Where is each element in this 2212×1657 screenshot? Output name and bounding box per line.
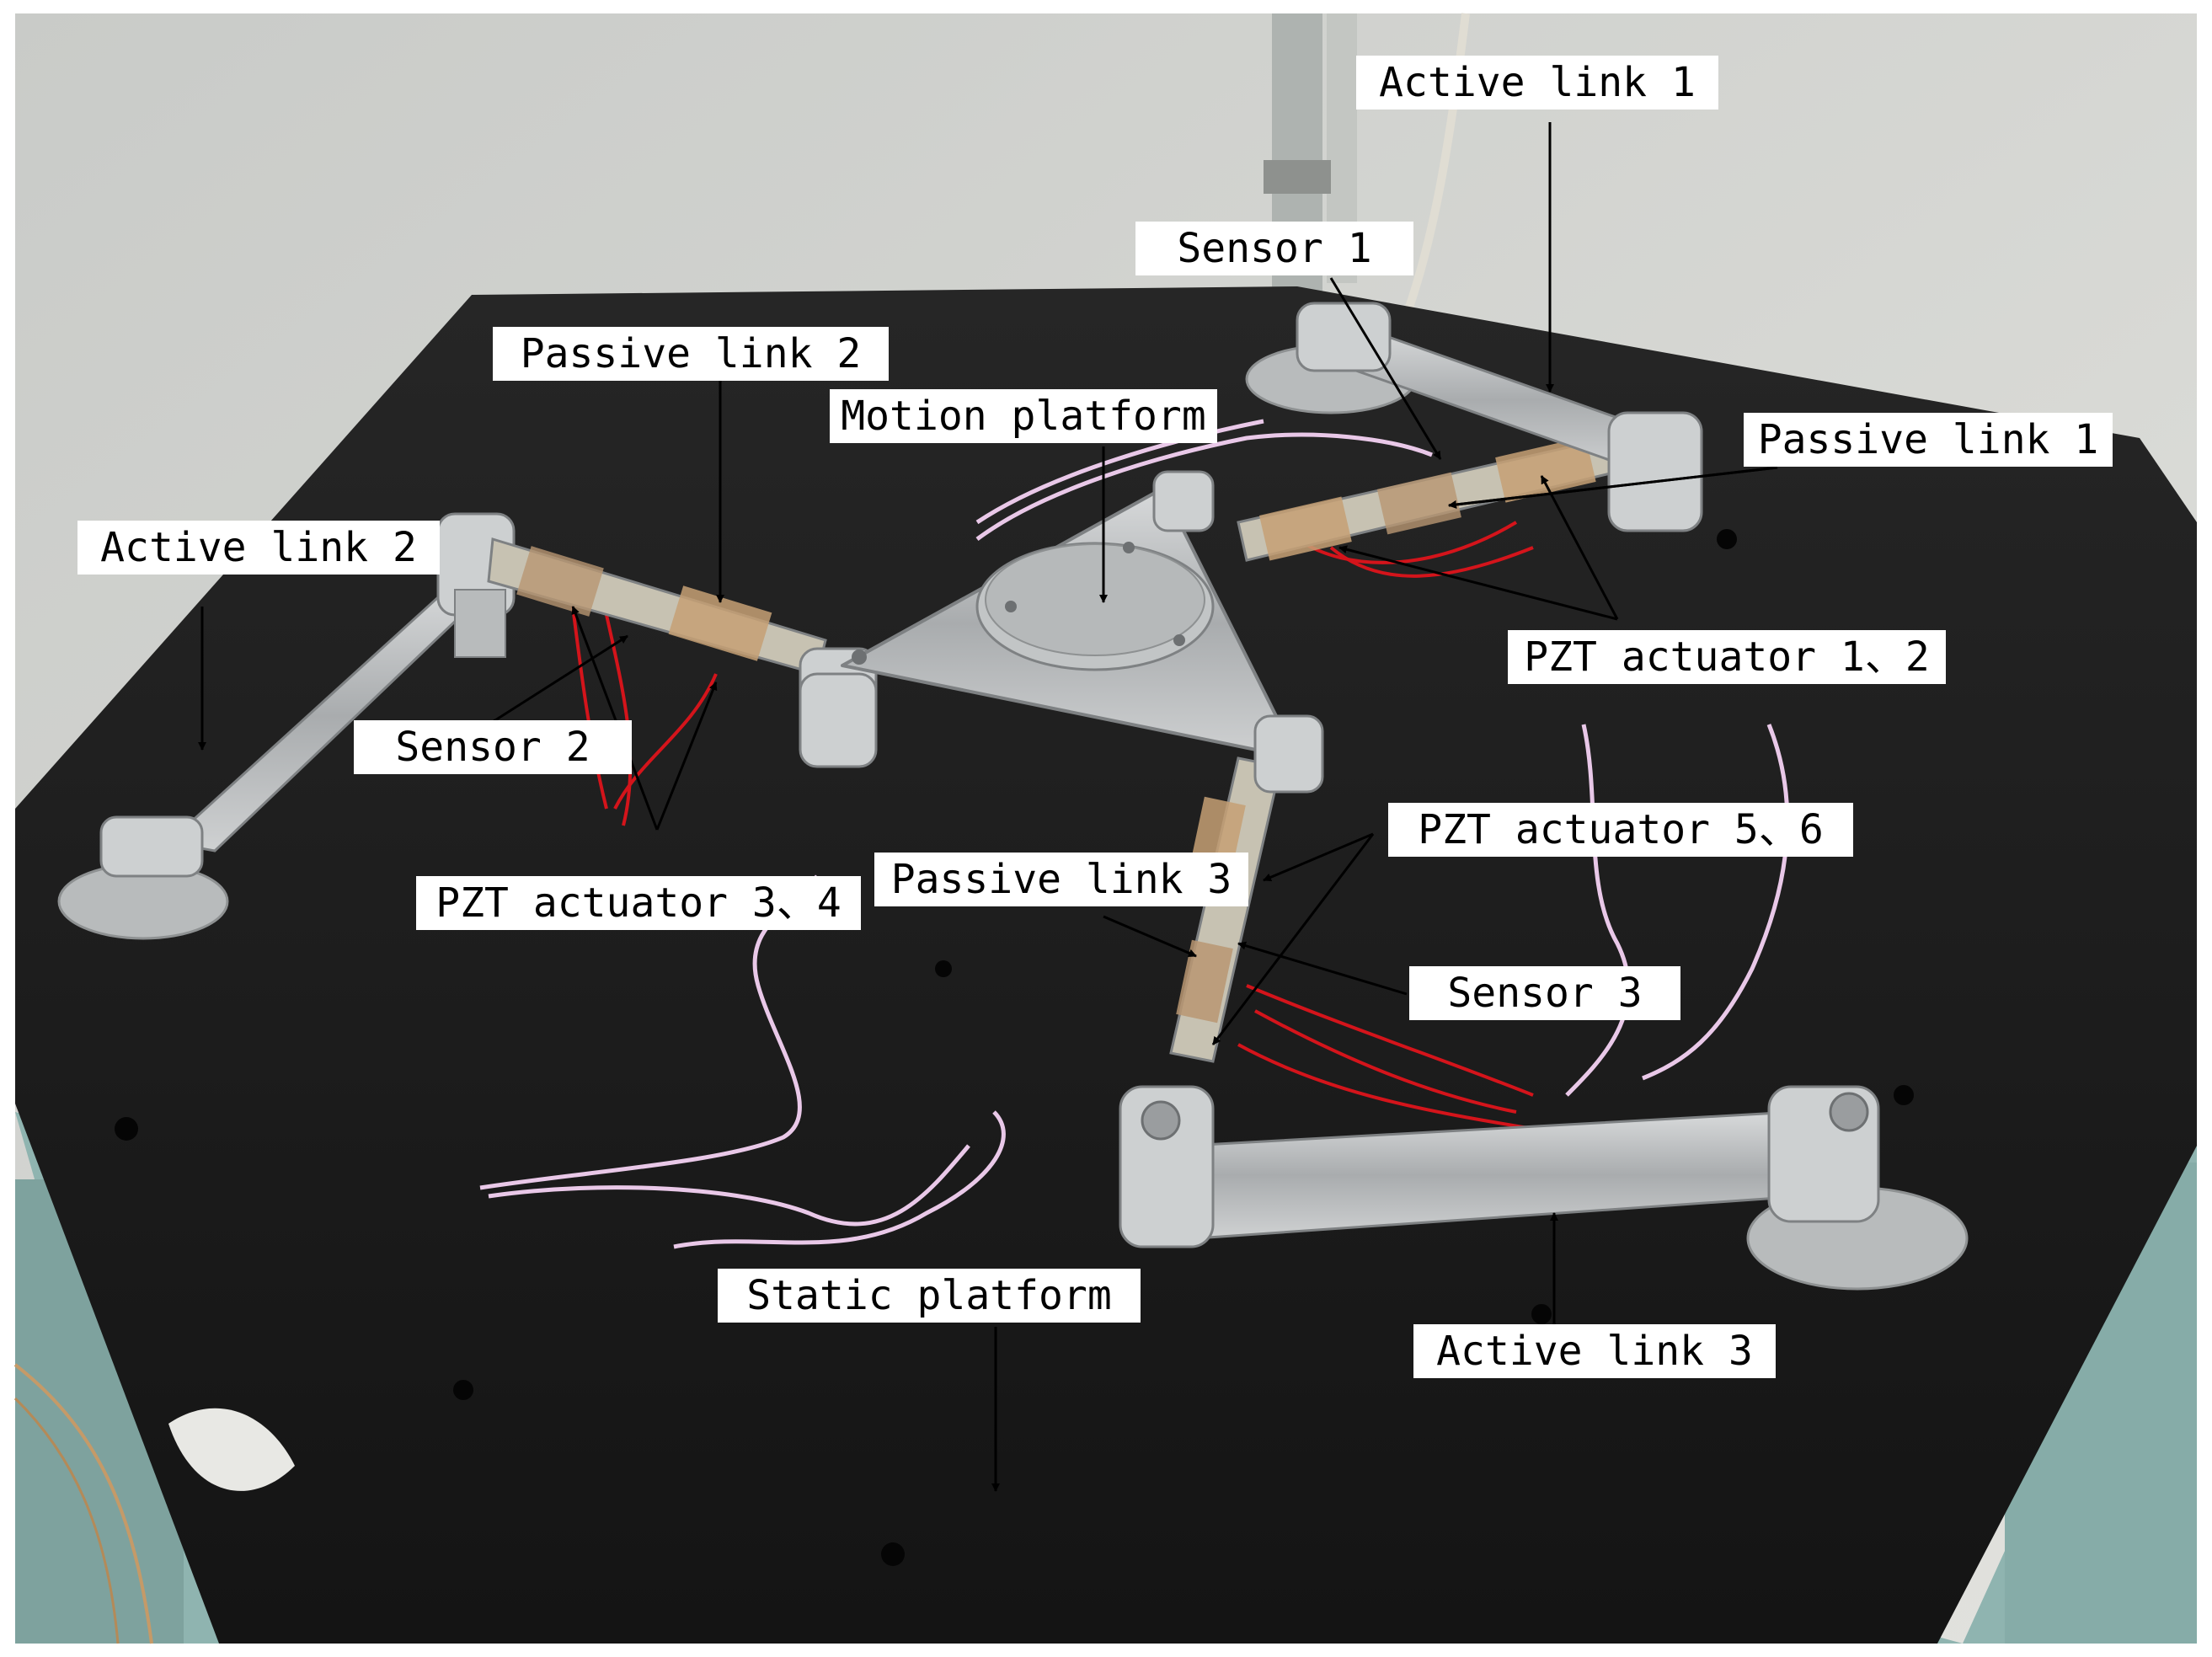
pink-wires	[479, 419, 1790, 1249]
label-sensor-3: Sensor 3	[1409, 966, 1680, 1020]
label-active-link-2: Active link 2	[77, 521, 440, 575]
active-link-3	[1119, 1085, 1880, 1248]
label-sensor-2: Sensor 2	[354, 720, 632, 774]
label-static-platform: Static platform	[718, 1269, 1141, 1323]
label-passive-link-3: Passive link 3	[874, 853, 1248, 906]
label-pzt-actuator-3-4: PZT actuator 3、4	[416, 876, 861, 930]
platform-joints	[799, 470, 1324, 794]
active-link-1	[1296, 302, 1703, 532]
label-passive-link-1: Passive link 1	[1744, 413, 2113, 467]
label-active-link-3: Active link 3	[1413, 1324, 1776, 1378]
annotation-arrows	[198, 122, 1778, 1492]
motion-platform	[841, 487, 1299, 760]
label-passive-link-2: Passive link 2	[493, 327, 889, 381]
label-pzt-actuator-5-6: PZT actuator 5、6	[1388, 803, 1853, 857]
label-motion-platform: Motion platform	[830, 389, 1217, 443]
label-pzt-actuator-1-2: PZT actuator 1、2	[1508, 630, 1946, 684]
active-link-2	[99, 512, 516, 878]
static-platform-table	[15, 286, 2197, 1644]
label-active-link-1: Active link 1	[1356, 56, 1718, 110]
label-sensor-1: Sensor 1	[1135, 222, 1413, 275]
